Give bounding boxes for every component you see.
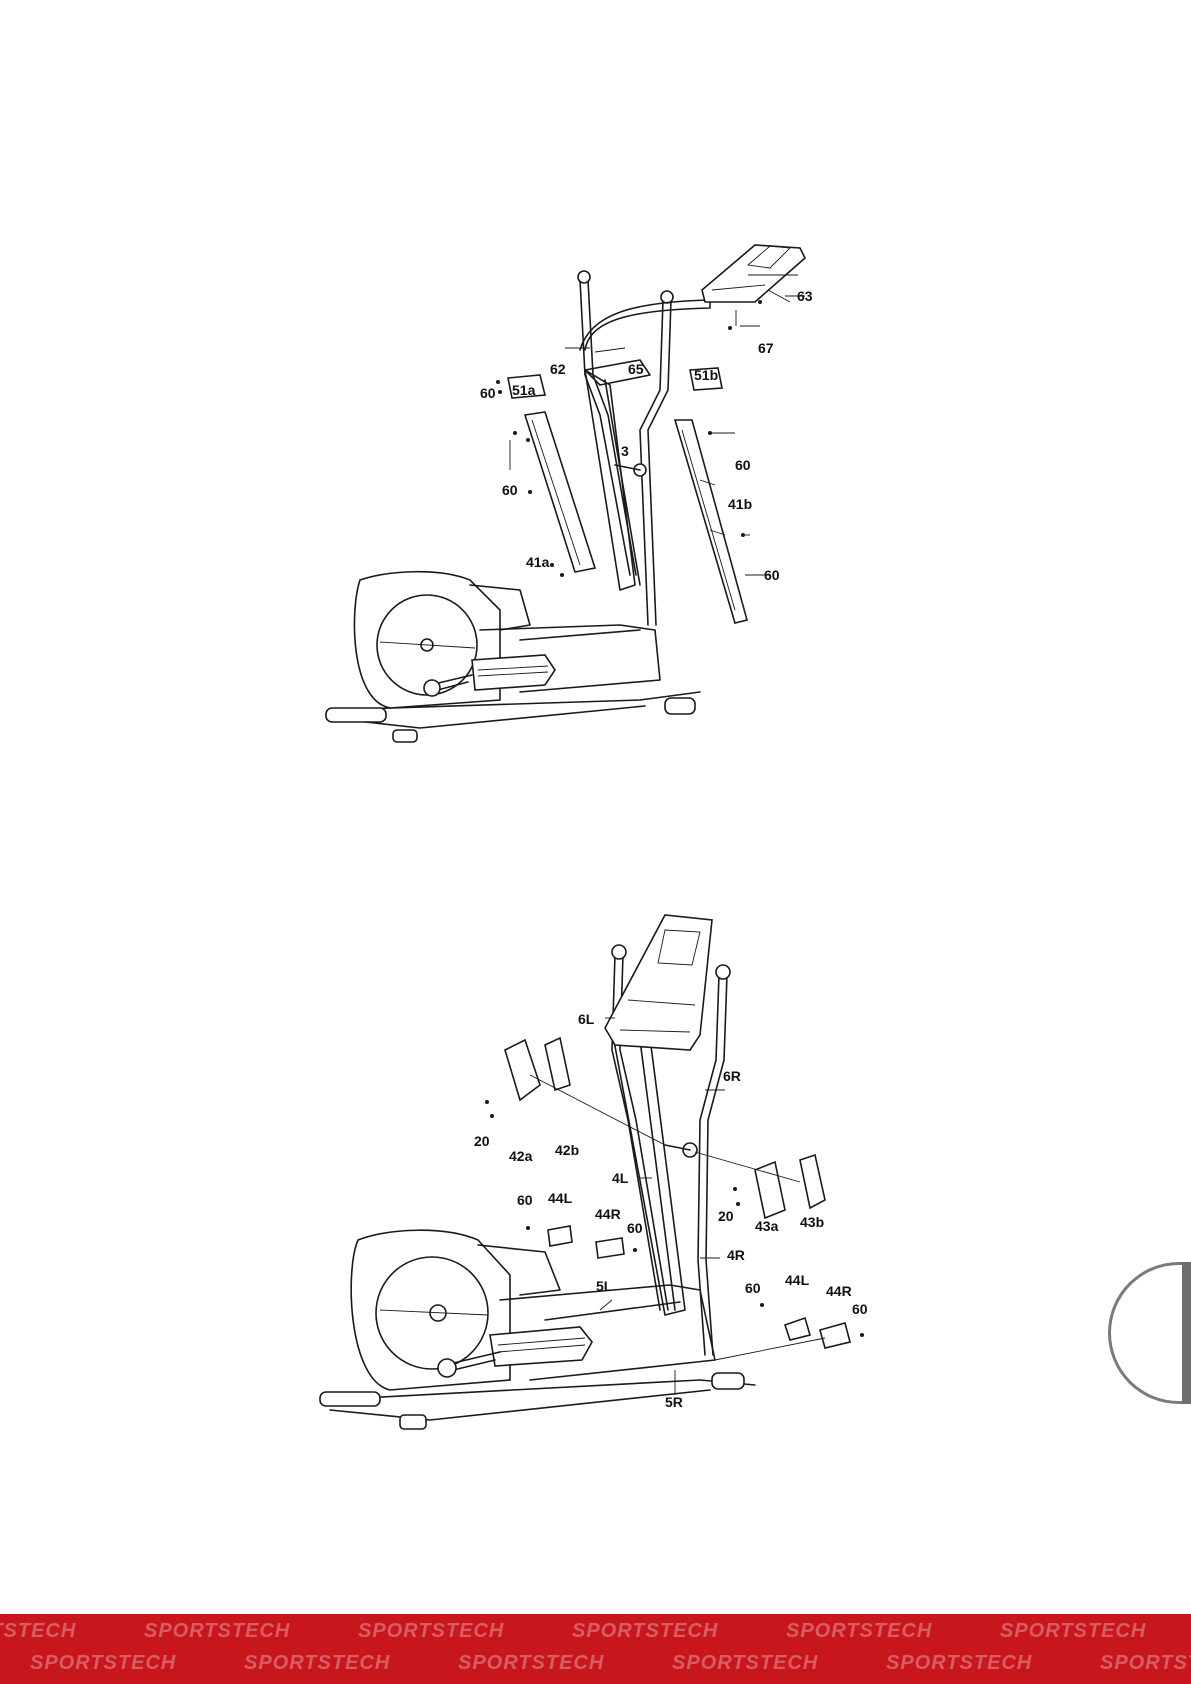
- callout-42b: 42b: [555, 1143, 579, 1157]
- callout-44L: 44L: [548, 1191, 572, 1205]
- brand-watermark: SPORTSTECH: [786, 1620, 1000, 1643]
- exploded-view-diagram-bottom: 6L 6R 20 42a 42b 4L 60 44L 44R 60 20 43a…: [0, 890, 1191, 1450]
- brand-watermark: SPORTSTECH: [30, 1652, 244, 1675]
- callout-60-d: 60: [852, 1302, 868, 1316]
- callout-4R: 4R: [727, 1248, 745, 1262]
- callout-43a: 43a: [755, 1219, 778, 1233]
- callout-43b: 43b: [800, 1215, 824, 1229]
- brand-watermark: SPORTSTECH: [358, 1620, 572, 1643]
- elliptical-trainer-drawing-bottom: [0, 890, 1191, 1450]
- callout-44R-2: 44R: [826, 1284, 852, 1298]
- callout-60-a: 60: [517, 1193, 533, 1207]
- callout-5R: 5R: [665, 1395, 683, 1409]
- brand-watermark: SPORTSTECH: [886, 1652, 1100, 1675]
- callout-41b: 41b: [728, 497, 752, 511]
- brand-watermark: SPORTSTECH: [672, 1652, 886, 1675]
- callout-63: 63: [797, 289, 813, 303]
- callout-4L: 4L: [612, 1171, 628, 1185]
- callout-60-c: 60: [502, 483, 518, 497]
- brand-watermark: SPORTSTECH: [1100, 1652, 1191, 1675]
- brand-pattern-row-1: SPORTSTECHSPORTSTECHSPORTSTECHSPORTSTECH…: [0, 1620, 1191, 1643]
- brand-watermark: SPORTSTECH: [144, 1620, 358, 1643]
- elliptical-trainer-drawing-top: [0, 230, 1191, 760]
- callout-67: 67: [758, 341, 774, 355]
- callout-44R: 44R: [595, 1207, 621, 1221]
- callout-20-b: 20: [718, 1209, 734, 1223]
- callout-62: 62: [550, 362, 566, 376]
- callout-60-d: 60: [764, 568, 780, 582]
- callout-51a: 51a: [512, 383, 535, 397]
- callout-60-b: 60: [735, 458, 751, 472]
- footer-brand-band: SPORTSTECHSPORTSTECHSPORTSTECHSPORTSTECH…: [0, 1614, 1191, 1684]
- brand-watermark: SPORTSTECH: [0, 1620, 144, 1643]
- callout-60-b: 60: [627, 1221, 643, 1235]
- callout-60-a: 60: [480, 386, 496, 400]
- tab-marker-strip: [1182, 1262, 1191, 1404]
- brand-watermark: SPORTSTECH: [458, 1652, 672, 1675]
- callout-42a: 42a: [509, 1149, 532, 1163]
- callout-60-c: 60: [745, 1281, 761, 1295]
- brand-watermark: SPORTSTECH: [572, 1620, 786, 1643]
- callout-44L-2: 44L: [785, 1273, 809, 1287]
- brand-watermark: SPORTSTECH: [244, 1652, 458, 1675]
- callout-5L: 5L: [596, 1279, 612, 1293]
- exploded-view-diagram-top: 63 67 62 65 51a 51b 60 3 60 60 41b 41a 6…: [0, 230, 1191, 760]
- callout-6R: 6R: [723, 1069, 741, 1083]
- callout-41a: 41a: [526, 555, 549, 569]
- callout-65: 65: [628, 362, 644, 376]
- callout-20-a: 20: [474, 1134, 490, 1148]
- callout-51b: 51b: [694, 368, 718, 382]
- brand-watermark: SPORTSTECH: [1000, 1620, 1191, 1643]
- callout-3: 3: [621, 444, 629, 458]
- callout-6L: 6L: [578, 1012, 594, 1026]
